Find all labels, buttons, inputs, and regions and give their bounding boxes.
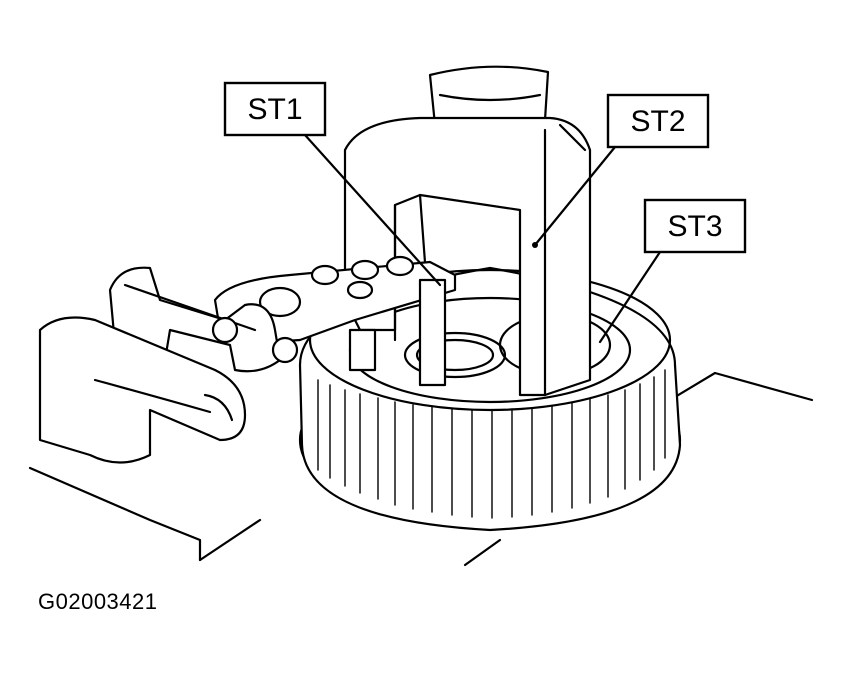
hand: [38, 316, 247, 464]
callout-st2-label: ST2: [630, 105, 685, 138]
st1-tool: [213, 255, 457, 387]
callout-st2: ST2: [532, 93, 710, 248]
callout-st3: ST3: [598, 198, 747, 344]
callout-st3-label: ST3: [667, 210, 722, 243]
figure-id: G02003421: [38, 589, 158, 614]
callout-st1: ST1: [223, 81, 442, 287]
callout-st1-label: ST1: [247, 93, 302, 126]
